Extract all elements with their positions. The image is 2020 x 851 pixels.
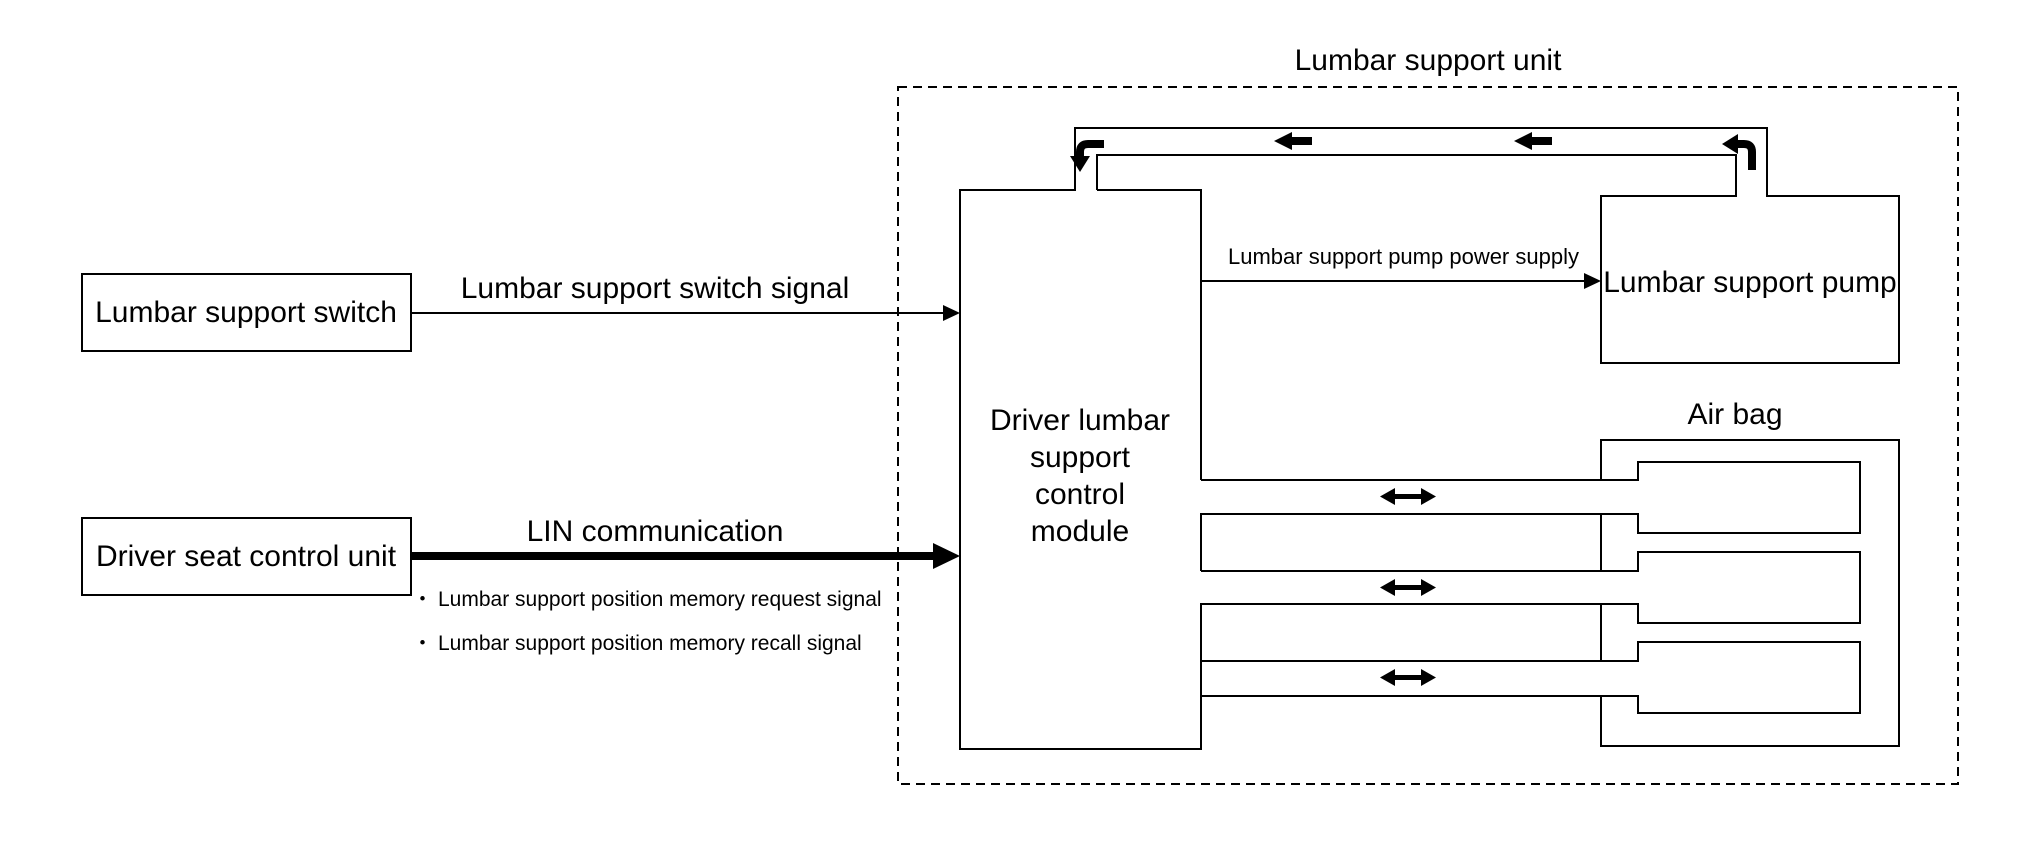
tube-flow-arrow-2 — [1514, 132, 1552, 150]
control-module-label-line-4: module — [1031, 515, 1129, 548]
switch-signal-arrowhead — [943, 305, 960, 321]
lumbar-support-switch-label: Lumbar support switch — [95, 296, 397, 329]
air-hose-3 — [1200, 604, 1861, 714]
air-hose-2 — [1200, 551, 1861, 696]
lumbar-support-pump-label: Lumbar support pump — [1603, 266, 1897, 299]
lin-bullet-request-signal: Lumbar support position memory request s… — [438, 588, 882, 611]
lin-communication-arrowhead — [933, 543, 960, 569]
lin-bullet-marker-2: ・ — [412, 632, 433, 655]
tube-bend-arrow-module — [1070, 140, 1104, 172]
lumbar-support-pump-box — [1600, 195, 1900, 364]
tube-bend-arrow-pump — [1722, 134, 1756, 170]
lin-bullet-marker-1: ・ — [412, 588, 433, 611]
lin-bullet-recall-signal: Lumbar support position memory recall si… — [438, 632, 862, 655]
air-hose-1 — [1200, 461, 1861, 571]
driver-seat-control-unit-label: Driver seat control unit — [96, 540, 397, 573]
air-tube-outer-wall — [1074, 127, 1768, 196]
control-module-label-line-3: control — [1035, 478, 1125, 511]
control-module-label-line-1: Driver lumbar — [990, 404, 1170, 437]
bidirectional-flow-arrow-2 — [1380, 579, 1436, 596]
air-bag-container-outline — [1600, 439, 1900, 747]
tube-flow-arrow-1 — [1274, 132, 1312, 150]
control-module-right-edge — [1097, 189, 1202, 480]
bidirectional-flow-arrow-1 — [1380, 488, 1436, 505]
air-tube-inner-wall — [1096, 154, 1737, 196]
lumbar-support-unit-title: Lumbar support unit — [1295, 44, 1562, 77]
lin-communication-label: LIN communication — [527, 515, 784, 548]
bidirectional-flow-arrow-3 — [1380, 669, 1436, 686]
control-module-border — [959, 189, 1202, 750]
control-module-label-line-2: support — [1030, 441, 1131, 474]
lumbar-support-unit-boundary — [897, 86, 1959, 785]
switch-signal-label: Lumbar support switch signal — [461, 272, 850, 305]
driver-seat-control-unit-box — [81, 517, 412, 596]
air-bag-label: Air bag — [1687, 398, 1782, 431]
pump-power-supply-label: Lumbar support pump power supply — [1228, 244, 1579, 269]
pump-power-supply-arrowhead — [1584, 273, 1601, 289]
